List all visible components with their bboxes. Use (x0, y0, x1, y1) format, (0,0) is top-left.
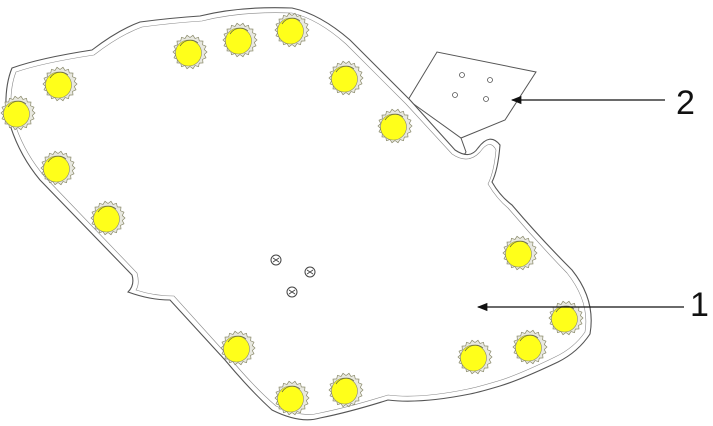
led-bulb-icon (222, 22, 258, 58)
screw-group (270, 254, 316, 298)
led-bulb-icon (42, 66, 78, 102)
screw-icon (270, 254, 282, 266)
led-bulb-icon (90, 200, 126, 236)
led-bulb-icon (377, 108, 413, 144)
led-bulb-icon (328, 60, 364, 96)
led-bulb-icon (172, 34, 208, 70)
led-bulb-icon (502, 235, 538, 271)
callout-label-1: 1 (690, 286, 709, 324)
led-bulb-icon (220, 330, 256, 366)
led-bulb-icon (274, 380, 310, 416)
led-bulb-icon (548, 300, 584, 336)
screw-icon (286, 286, 298, 298)
panel-plate (5, 7, 592, 421)
led-bulb-icon (328, 372, 364, 408)
led-bulb-icon (512, 329, 548, 365)
led-bulb-icon (0, 95, 36, 131)
screw-icon (304, 266, 316, 278)
led-bulb-icon (40, 150, 76, 186)
callout-label-2: 2 (676, 84, 695, 122)
led-bulb-icon (274, 12, 310, 48)
led-bulb-icon (457, 339, 493, 375)
led-bulb-group (0, 12, 584, 416)
